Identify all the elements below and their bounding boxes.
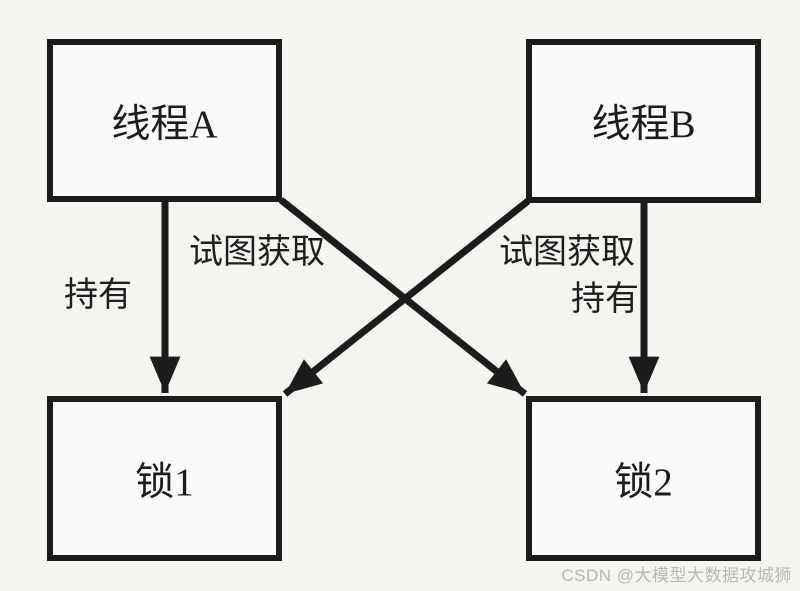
edge-label-b-tries-lock1: 试图获取 — [499, 234, 635, 271]
arrow-a-tries-lock2 — [278, 197, 528, 397]
node-lock-2-label: 锁2 — [614, 460, 673, 504]
edge-label-a-holds-lock1: 持有 — [64, 277, 132, 314]
node-thread-b-label: 线程B — [591, 103, 696, 146]
edge-label-b-holds-lock2: 持有 — [571, 281, 639, 318]
node-thread-a: 线程A — [47, 39, 282, 202]
node-lock-2: 锁2 — [526, 396, 761, 561]
node-thread-a-label: 线程A — [111, 102, 218, 146]
node-lock-1-label: 锁1 — [135, 460, 194, 504]
arrow-b-tries-lock1 — [282, 198, 531, 397]
node-thread-b: 线程B — [526, 39, 761, 203]
node-lock-1: 锁1 — [47, 396, 282, 561]
edge-label-a-tries-lock2: 试图获取 — [189, 234, 325, 271]
csdn-watermark: CSDN @大模型大数据攻城狮 — [561, 566, 792, 585]
